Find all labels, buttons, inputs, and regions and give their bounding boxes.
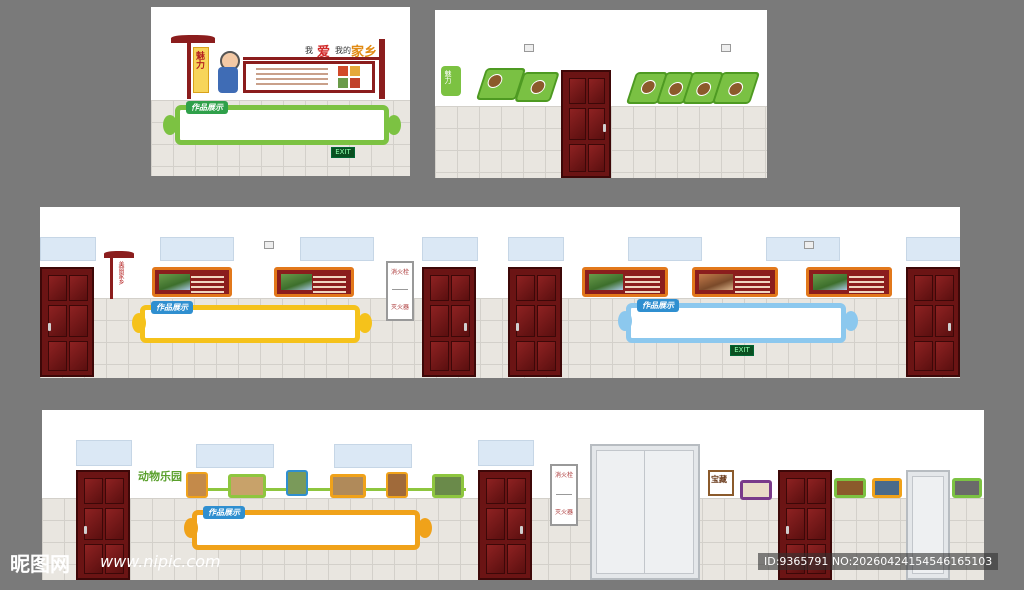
window	[906, 237, 960, 261]
sign-bottom-label: 灭火器	[554, 509, 573, 516]
animal-title-text: 动物乐园	[138, 470, 182, 483]
sign-top-label: 消火栓	[554, 472, 573, 479]
animal-card	[286, 470, 308, 496]
green-title-block: 魅力	[441, 66, 461, 96]
pavilion-roof	[104, 251, 134, 258]
ceiling-light	[264, 241, 274, 249]
showcase-board: 作品展示	[192, 506, 420, 550]
classroom-door	[422, 267, 476, 377]
leaf-decoration-right	[387, 115, 401, 135]
window	[628, 237, 702, 261]
collection-card	[740, 480, 772, 500]
leaf-decoration-right	[358, 313, 372, 333]
animal-card	[186, 472, 208, 498]
animal-photo-frame	[228, 474, 266, 498]
title-banner: 我 爱 我的 家乡	[243, 43, 383, 60]
title-prefix: 我	[305, 46, 313, 55]
window	[40, 237, 96, 261]
showcase-board: 作品展示	[175, 101, 389, 145]
board-label: 作品展示	[151, 301, 193, 314]
classroom-door	[561, 70, 611, 178]
collection-card	[952, 478, 982, 498]
leaf-decoration-left	[163, 115, 177, 135]
animal-card	[386, 472, 408, 498]
classroom-door	[508, 267, 562, 377]
double-fire-door	[590, 444, 700, 580]
classroom-door	[76, 470, 130, 580]
title-home: 家乡	[351, 45, 378, 60]
site-url: www.nipic.com	[100, 552, 221, 571]
leaf-decoration-left	[184, 518, 198, 538]
pavilion-pillar	[187, 43, 191, 99]
board-label: 作品展示	[186, 101, 228, 114]
collection-title-text: 宝藏	[711, 475, 727, 484]
window	[196, 444, 274, 468]
leaf-decoration-right	[418, 518, 432, 538]
hex-photo	[350, 78, 360, 88]
vertical-banner	[193, 47, 209, 93]
wall-panel-3: 美丽家乡 作品展示 消火栓 灭火器 作品展示 EXIT	[40, 207, 960, 378]
mascot-character	[215, 51, 241, 99]
info-frame	[582, 267, 668, 297]
window	[160, 237, 234, 261]
window	[300, 237, 374, 261]
leaf-decoration-left	[132, 313, 146, 333]
info-frame	[274, 267, 354, 297]
wall-panel-1: 魅力 我 爱 我的 家乡 作品展示 EXIT	[151, 7, 410, 176]
title-mid: 我的	[335, 46, 351, 55]
vertical-banner-text: 魅力	[194, 51, 204, 69]
ceiling-light	[524, 44, 534, 52]
fire-equipment-sign: 消火栓 灭火器	[550, 464, 578, 526]
collection-title-block: 宝藏	[708, 470, 734, 496]
board-label: 作品展示	[203, 506, 245, 519]
image-id-label: ID:9365791 NO:20260424154546165103	[758, 553, 999, 570]
window	[422, 237, 478, 261]
info-frame	[692, 267, 778, 297]
window	[76, 440, 132, 466]
animal-photo-frame	[330, 474, 366, 498]
ceiling-light	[721, 44, 731, 52]
showcase-board: 作品展示	[626, 299, 846, 343]
title-love: 爱	[317, 45, 331, 60]
fire-equipment-sign: 消火栓 灭火器	[386, 261, 414, 321]
info-frame	[806, 267, 892, 297]
intro-frame	[243, 61, 375, 93]
green-title-text: 魅力	[444, 70, 452, 84]
hex-photo	[338, 78, 348, 88]
hex-photo	[350, 66, 360, 76]
wall-panel-4: 动物乐园 作品展示 消火栓 灭火器 宝藏	[42, 410, 984, 580]
pavilion-roof	[171, 35, 215, 43]
window	[766, 237, 840, 261]
classroom-door	[40, 267, 94, 377]
title-underline	[243, 57, 383, 60]
hex-photo	[338, 66, 348, 76]
classroom-door	[478, 470, 532, 580]
animal-title-block: 动物乐园	[138, 468, 184, 504]
pavilion-pillar	[110, 257, 113, 299]
animal-connector-line	[186, 488, 466, 491]
ceiling-light	[804, 241, 814, 249]
leaf-decoration-left	[618, 311, 632, 331]
wall-panel-2: 魅力	[435, 10, 767, 178]
leaf-decoration-right	[844, 311, 858, 331]
exit-sign: EXIT	[331, 147, 355, 158]
window	[334, 444, 412, 468]
site-logo: 昵图网	[10, 552, 70, 576]
left-title-text: 美丽家乡	[117, 261, 124, 285]
sign-bottom-label: 灭火器	[390, 304, 409, 311]
collection-card	[834, 478, 866, 498]
collection-card	[872, 478, 902, 498]
window	[508, 237, 564, 261]
classroom-door	[906, 267, 960, 377]
frame-pillar-right	[379, 39, 385, 99]
exit-sign: EXIT	[730, 345, 754, 356]
animal-photo-frame	[432, 474, 464, 498]
showcase-board: 作品展示	[140, 301, 360, 343]
info-frame	[152, 267, 232, 297]
sign-top-label: 消火栓	[390, 269, 409, 276]
window	[478, 440, 534, 466]
board-label: 作品展示	[637, 299, 679, 312]
